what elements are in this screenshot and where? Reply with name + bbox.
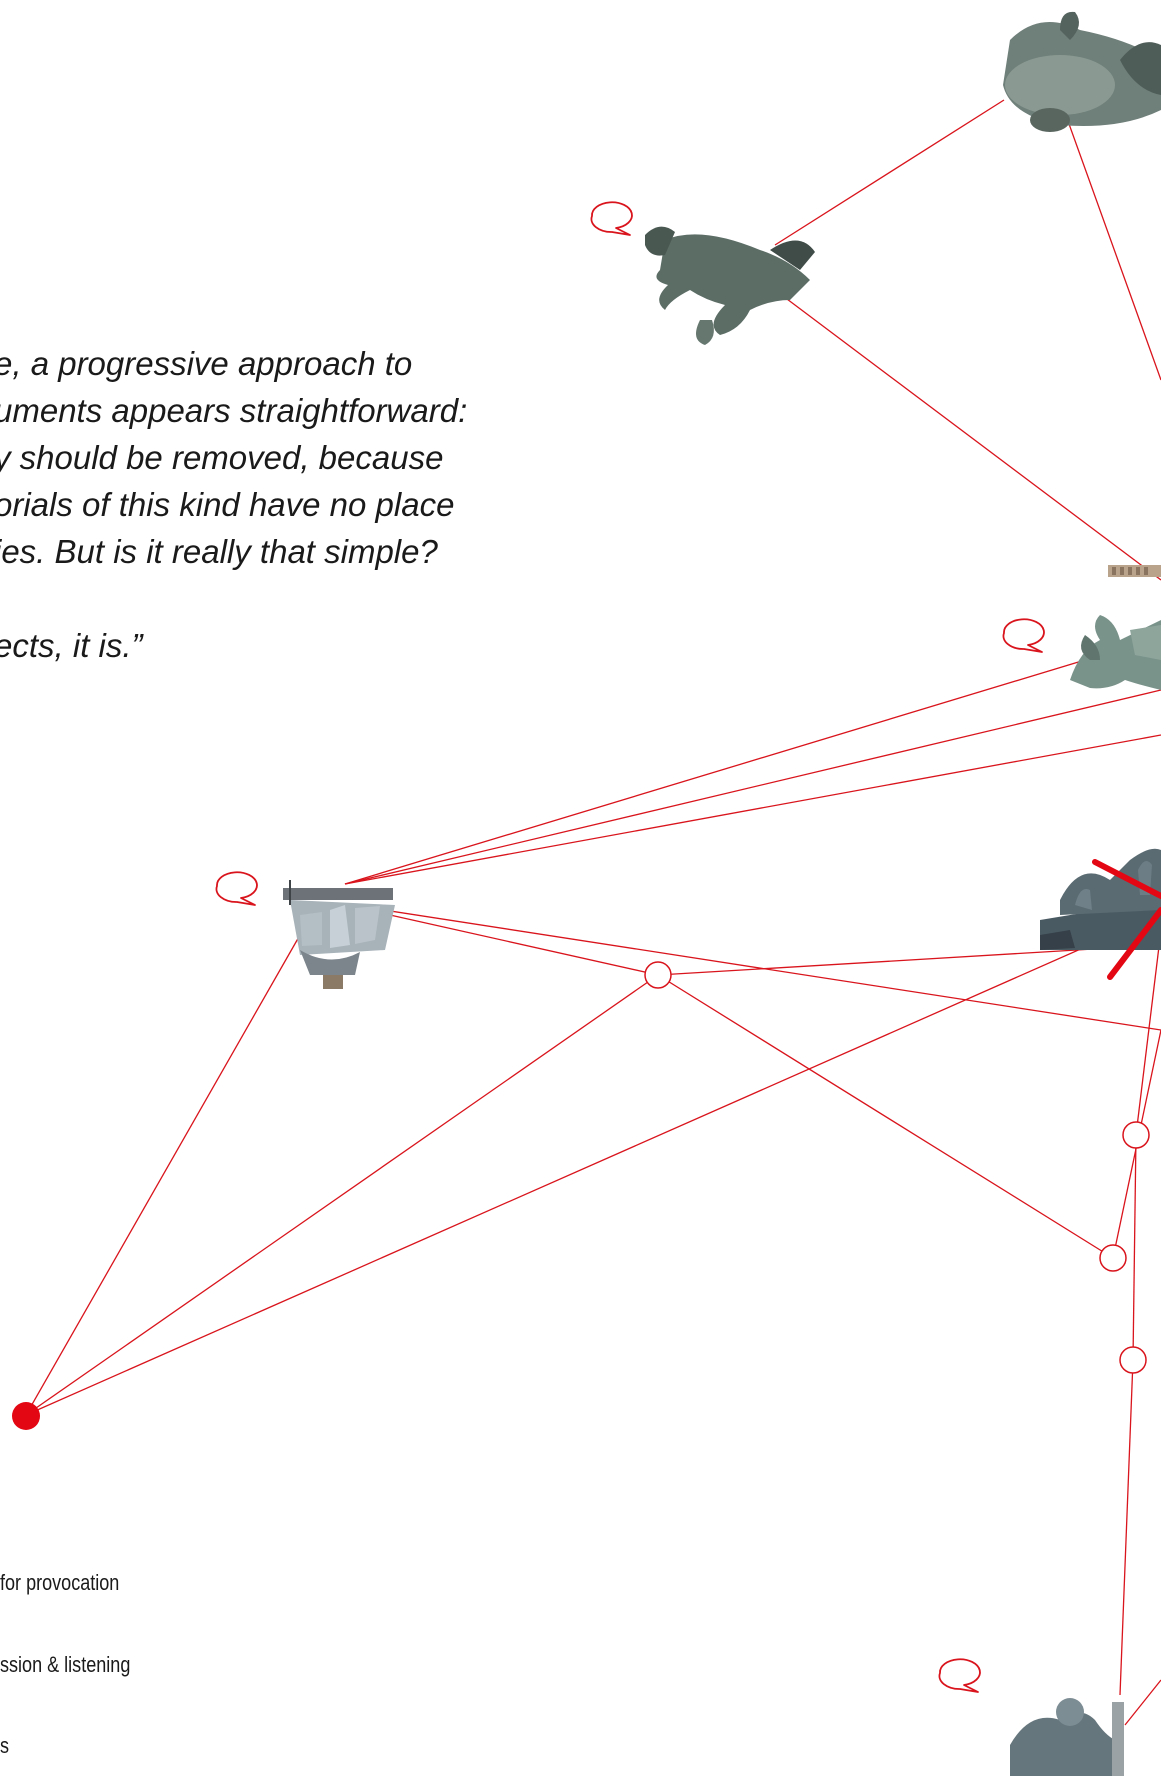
leaping-figure-statue[interactable] — [645, 227, 815, 345]
graph-nodes — [12, 962, 1149, 1430]
fountain-statue[interactable] — [1003, 12, 1161, 132]
graph-edge — [1133, 1135, 1136, 1360]
graph-edge — [658, 975, 1113, 1258]
building-facade[interactable] — [1108, 565, 1161, 577]
quote-line-2: uments appears straightforward: — [0, 387, 594, 434]
graph-edge — [26, 935, 300, 1415]
speech-bubble-icon[interactable] — [1003, 619, 1044, 652]
graph-edge — [775, 100, 1004, 245]
sailing-ship-statue[interactable] — [283, 880, 395, 989]
legend-item-third: s — [0, 1733, 9, 1759]
quote-line-6: ects, it is.” — [0, 622, 594, 669]
graph-edge — [26, 925, 1135, 1415]
quote-line-4: orials of this kind have no place — [0, 481, 594, 528]
quote-line-3: y should be removed, because — [0, 434, 594, 481]
graph-edge — [345, 735, 1161, 884]
bust-statue[interactable] — [1010, 1698, 1124, 1776]
speech-bubble-icon[interactable] — [216, 872, 257, 905]
graph-node[interactable] — [1120, 1347, 1146, 1373]
speech-bubble-icon[interactable] — [939, 1659, 980, 1692]
quote-line-1: e, a progressive approach to — [0, 340, 594, 387]
quote-line-5: ies. But is it really that simple? — [0, 528, 594, 575]
graph-edge — [1064, 110, 1161, 380]
legend-item-provocation: for provocation — [0, 1570, 119, 1596]
anchor-node[interactable] — [12, 1402, 40, 1430]
graph-edge — [1125, 1680, 1161, 1725]
graph-edge — [1136, 930, 1161, 1135]
graph-edge — [1120, 1360, 1133, 1695]
crossed-out-monument[interactable] — [1040, 849, 1161, 977]
graph-node[interactable] — [645, 962, 671, 988]
graph-node[interactable] — [1123, 1122, 1149, 1148]
winged-figure-statue[interactable] — [1070, 615, 1161, 690]
graph-edge — [26, 975, 658, 1415]
graph-edge — [345, 660, 1085, 884]
speech-bubble-icon[interactable] — [591, 202, 632, 235]
quote-gap — [0, 575, 594, 622]
graph-edge — [345, 690, 1161, 884]
quote-text: e, a progressive approach to uments appe… — [0, 340, 594, 669]
graph-node[interactable] — [1100, 1245, 1126, 1271]
graph-edge — [775, 290, 1161, 580]
graph-edge — [390, 915, 658, 975]
legend-item-listening: ssion & listening — [0, 1652, 130, 1678]
